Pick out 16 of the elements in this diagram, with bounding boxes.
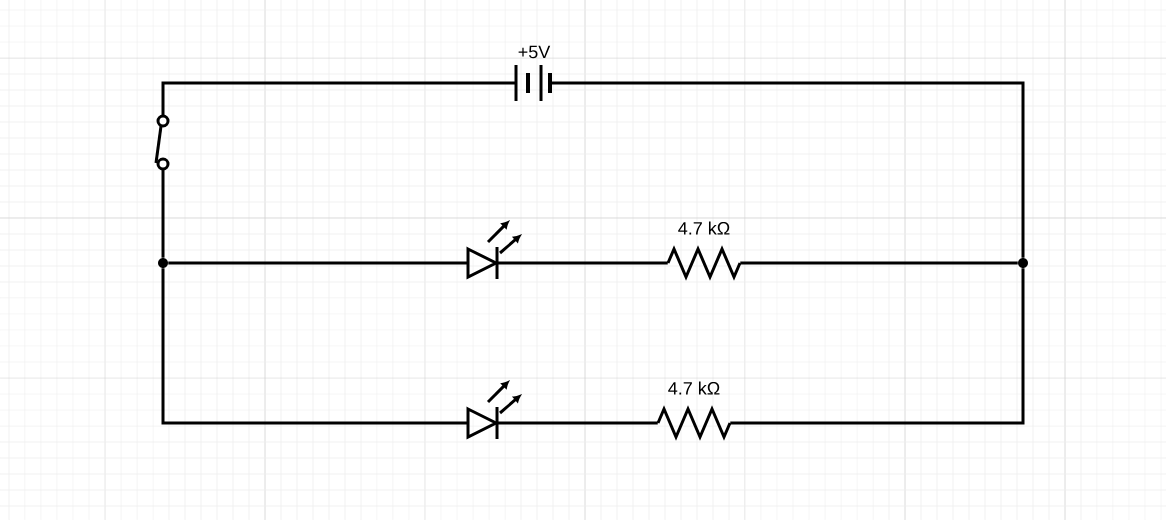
wire [740, 261, 1018, 265]
wire [161, 81, 516, 116]
battery-symbol [514, 65, 552, 101]
value-label: 4.7 kΩ [678, 221, 730, 235]
wire [168, 261, 469, 265]
wire [161, 168, 165, 258]
wire [730, 268, 1025, 425]
switch-symbol [154, 114, 170, 171]
wire [550, 81, 1025, 258]
resistor-symbol [666, 245, 742, 281]
wire [497, 261, 668, 265]
wire [161, 268, 469, 425]
wire [497, 421, 658, 425]
value-label: +5V [518, 45, 551, 59]
value-label: 4.7 kΩ [668, 381, 720, 395]
resistor-symbol [656, 405, 732, 441]
